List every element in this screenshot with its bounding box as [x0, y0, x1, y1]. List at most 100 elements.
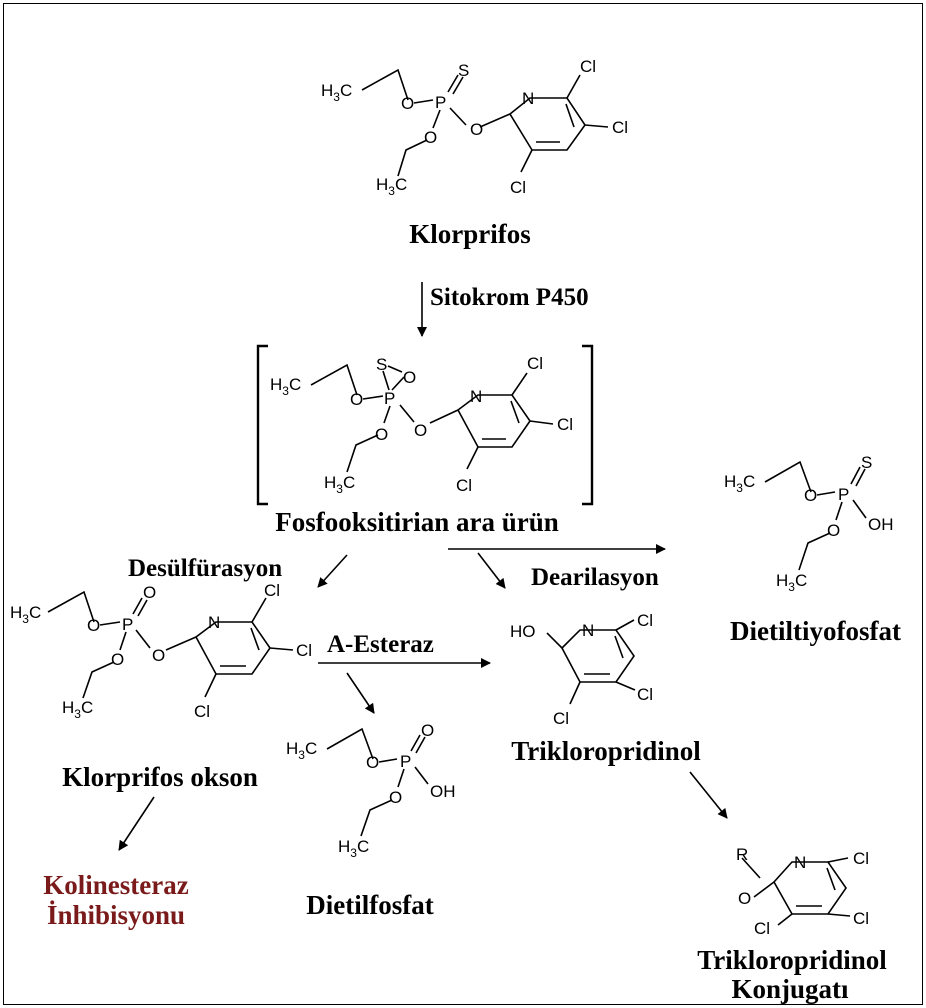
intermediate-brackets [256, 344, 594, 506]
diethylthiophosphate-structure: H3C O P S OH O H3C [724, 453, 894, 594]
oxygen-atom: O [738, 889, 751, 908]
chlorine-atom: Cl [612, 118, 628, 137]
methyl-group: H3C [10, 603, 41, 626]
chlorine-atom: Cl [754, 919, 770, 938]
chlorine-atom: Cl [527, 354, 543, 373]
methyl-group: H3C [724, 472, 755, 495]
oxygen-atom: O [87, 616, 100, 635]
tcp-atoms: HO N Cl Cl Cl [510, 611, 653, 728]
methyl-group: H3C [324, 473, 355, 496]
a-esterase-label: A-Esteraz [327, 631, 434, 658]
hydroxyl-group: OH [430, 782, 456, 801]
chlorpyrifos-label: Klorprifos [409, 219, 531, 249]
oxygen-atom: O [375, 425, 388, 444]
intermediate-label: Fosfooksitirian ara ürün [275, 507, 559, 537]
tcp-label: Trikloropridinol [511, 736, 701, 766]
chlorpyrifos-structure: H3C O P S O O H3C N Cl Cl Cl [321, 57, 628, 198]
sulfur-atom: S [376, 355, 387, 374]
tcp-conjugate-atoms: R O N Cl Cl Cl [736, 845, 869, 938]
chlorine-atom: Cl [637, 685, 653, 704]
chlorine-atom: Cl [853, 849, 869, 868]
r-group: R [736, 845, 748, 864]
tcp-conjugate-bonds [741, 857, 851, 926]
oxon-structure: H3C O P O O O H3C N Cl Cl Cl [10, 581, 312, 721]
diethylphosphate-label: Dietilfosfat [306, 890, 433, 920]
methyl-group: H3C [62, 698, 93, 721]
nitrogen-atom: N [208, 613, 220, 632]
oxon-atoms: H3C O P O O O H3C N Cl Cl Cl [10, 581, 312, 721]
oxygen-atom: O [403, 368, 416, 387]
chlorpyrifos-bonds [361, 68, 609, 177]
intermediate-structure: H3C O P S O O O H3C N Cl Cl Cl [270, 354, 573, 496]
tcp-conjugate-label-line2: Konjugatı [731, 974, 849, 1004]
methyl-group: H3C [338, 837, 369, 860]
nitrogen-atom: N [794, 853, 806, 872]
phosphorus-atom: P [384, 389, 395, 408]
oxygen-atom: O [414, 421, 427, 440]
hydroxyl-group: HO [510, 622, 536, 641]
oxygen-atom: O [804, 486, 817, 505]
oxygen-atom: O [143, 583, 156, 602]
phosphorus-atom: P [400, 752, 411, 771]
hydroxyl-group: OH [868, 515, 894, 534]
chlorine-atom: Cl [456, 476, 472, 495]
diethylphosphate-arrow [346, 672, 375, 714]
inhibition-arrow [118, 796, 155, 851]
oxon-label: Klorprifos okson [62, 762, 258, 792]
methyl-group: H3C [376, 175, 407, 198]
chlorine-atom: Cl [553, 709, 569, 728]
chlorine-atom: Cl [853, 909, 869, 928]
sulfur-atom: S [458, 61, 469, 80]
cholinesterase-inhibition-line1: Kolinesteraz [43, 870, 188, 900]
phosphorus-atom: P [435, 93, 446, 112]
methyl-group: H3C [286, 739, 317, 762]
nitrogen-atom: N [470, 387, 482, 406]
tcp-conjugate-label-line1: Trikloropridinol [697, 945, 887, 975]
tcp-conjugate-structure: R O N Cl Cl Cl [736, 845, 869, 938]
diethylphosphate-bonds [326, 727, 429, 837]
intermediate-atoms: H3C O P S O O O H3C N Cl Cl Cl [270, 354, 573, 496]
phosphorus-atom: P [838, 485, 849, 504]
intermediate-bonds [310, 363, 554, 473]
methyl-group: H3C [270, 375, 301, 398]
sulfur-atom: S [861, 453, 872, 472]
chlorine-atom: Cl [510, 178, 526, 197]
diethylthiophosphate-label: Dietiltiyofosfat [730, 616, 901, 646]
tcp-bonds [546, 619, 636, 705]
chlorine-atom: Cl [264, 581, 280, 600]
conjugation-arrow [689, 771, 728, 819]
oxygen-atom: O [350, 390, 363, 409]
diethylthiophosphate-bonds [764, 460, 867, 571]
chlorine-atom: Cl [296, 641, 312, 660]
cyp450-label: Sitokrom P450 [430, 284, 589, 311]
desulfuration-label: Desülfürasyon [128, 555, 282, 582]
chlorine-atom: Cl [194, 702, 210, 721]
dearylation-arrow [477, 552, 506, 589]
methyl-group: H3C [321, 81, 352, 104]
diethylphosphate-structure: H3C O P O OH O H3C [286, 721, 456, 860]
desulfuration-arrow [317, 554, 348, 588]
cholinesterase-inhibition-line2: İnhibisyonu [47, 900, 185, 930]
diethylthiophosphate-atoms: H3C O P S OH O H3C [724, 453, 894, 594]
oxygen-atom: O [827, 521, 840, 540]
chlorpyrifos-atoms: H3C O P S O O H3C N Cl Cl Cl [321, 57, 628, 198]
oxygen-atom: O [366, 753, 379, 772]
nitrogen-atom: N [582, 621, 594, 640]
oxon-bonds [47, 590, 294, 699]
diagram-border [3, 3, 923, 1005]
oxygen-atom: O [401, 94, 414, 113]
tcp-structure: HO N Cl Cl Cl [510, 611, 653, 728]
dearylation-label: Dearilasyon [531, 564, 659, 591]
nitrogen-atom: N [522, 89, 534, 108]
oxygen-atom: O [424, 128, 437, 147]
oxygen-atom: O [470, 120, 483, 139]
oxygen-atom: O [389, 788, 402, 807]
diethylphosphate-atoms: H3C O P O OH O H3C [286, 721, 456, 860]
chlorine-atom: Cl [557, 415, 573, 434]
oxygen-atom: O [152, 646, 165, 665]
chlorine-atom: Cl [580, 57, 596, 76]
chlorine-atom: Cl [637, 611, 653, 630]
methyl-group: H3C [776, 571, 807, 594]
phosphorus-atom: P [122, 615, 133, 634]
oxygen-atom: O [421, 721, 434, 740]
